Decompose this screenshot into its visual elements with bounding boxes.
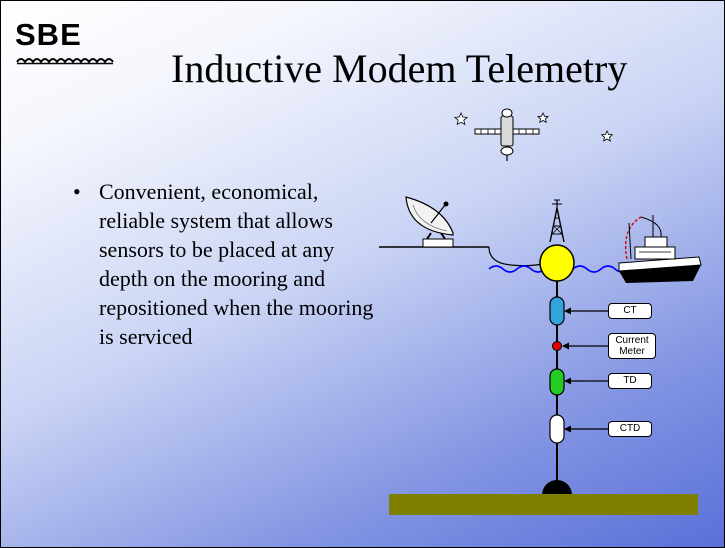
ctd-label: CTD <box>608 421 652 437</box>
logo-text: SBE <box>15 17 82 52</box>
label-arrows <box>562 307 608 433</box>
logo-wave-graphic <box>16 58 114 65</box>
slide-title: Inductive Modem Telemetry <box>171 46 628 91</box>
bullet-marker: • <box>73 179 81 204</box>
td-sensor <box>549 368 565 396</box>
current-meter-label-line2: Meter <box>619 346 645 357</box>
current-meter-label-line1: Current <box>615 335 649 346</box>
ctd-sensor <box>549 414 565 444</box>
td-label: TD <box>608 373 652 389</box>
ct-sensor <box>549 296 565 326</box>
satellite-icon <box>474 108 540 161</box>
ct-label: CT <box>608 303 652 319</box>
star-icon <box>537 112 549 124</box>
surface-buoy <box>539 244 575 282</box>
anchor-weight <box>542 480 572 495</box>
current-meter-label: Current Meter <box>608 333 656 359</box>
current-meter-sensor <box>552 341 562 351</box>
sea-floor <box>389 494 698 515</box>
bullet-text: Convenient, economical, reliable system … <box>99 179 374 349</box>
star-icon <box>454 112 468 126</box>
ship-icon <box>618 215 702 283</box>
satellite-dish-icon <box>379 196 548 267</box>
star-icon <box>600 130 614 142</box>
antenna-tower-icon <box>549 199 565 243</box>
sbe-logo: SBE <box>15 19 125 75</box>
